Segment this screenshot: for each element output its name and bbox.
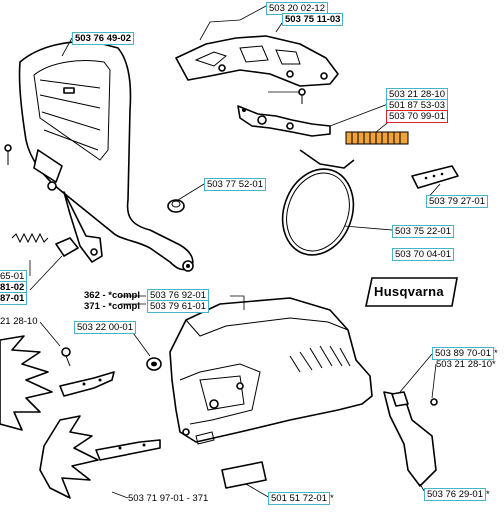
part-label-row: 503 89 70-01* <box>432 347 498 360</box>
part-label[interactable]: 503 76 29-01 <box>424 488 486 501</box>
clutch-cover-part <box>169 297 373 445</box>
part-label[interactable]: 503 75 22-01 <box>392 225 454 238</box>
bumper-spike-upper-part <box>0 335 115 431</box>
part-label[interactable]: 501 51 72-01 <box>268 492 330 505</box>
screw-left-part <box>4 144 12 165</box>
plate-part <box>411 165 459 189</box>
part-label[interactable]: 503 89 70-01 <box>432 347 494 360</box>
part-label-row: 501 51 72-01* <box>268 492 334 505</box>
part-label-plain[interactable]: 503 21 28-10 <box>436 359 492 370</box>
part-label[interactable]: 503 22 00-01 <box>74 321 136 334</box>
block-part <box>55 237 79 257</box>
kit-prefix-371: 371 - *compl <box>84 301 140 312</box>
spring-part <box>11 232 49 244</box>
part-label[interactable]: 503 70 04-01 <box>392 248 454 261</box>
bumper-spike-lower-part <box>39 415 161 499</box>
brake-spring-part <box>345 131 409 145</box>
part-label[interactable]: 503 79 61-01 <box>147 300 209 313</box>
bar-guide-part <box>383 391 437 487</box>
brake-lever-part <box>237 105 331 137</box>
sticker-part <box>221 461 267 489</box>
part-label-row: 503 21 28-10* <box>436 359 496 370</box>
part-label[interactable]: 503 76 49-02 <box>72 32 134 45</box>
part-label-plain[interactable]: 503 71 97-01 - 371 <box>128 493 209 504</box>
brake-band-part <box>281 149 355 256</box>
stud-part <box>391 391 438 407</box>
screw-top-part <box>298 88 306 104</box>
asterisk: * <box>486 489 490 500</box>
part-label[interactable]: 503 75 11-03 <box>282 13 344 26</box>
decal-outline <box>365 277 458 307</box>
screw-lower-left-part <box>61 347 71 367</box>
brake-bracket-part <box>175 35 339 87</box>
part-label[interactable]: 87-01 <box>0 292 28 305</box>
part-label[interactable]: 503 77 52-01 <box>204 178 266 191</box>
part-label-highlighted[interactable]: 503 70 99-01 <box>386 110 448 123</box>
part-label[interactable]: 503 79 27-01 <box>426 195 488 208</box>
husqvarna-decal-part <box>364 276 459 308</box>
asterisk: * <box>494 348 498 359</box>
nut-part <box>146 357 162 371</box>
asterisk: * <box>330 493 334 504</box>
part-label-row: 503 76 29-01* <box>424 488 490 501</box>
front-handle-part <box>18 40 194 272</box>
leader-lines <box>29 5 441 499</box>
kit-prefix-362: 362 - *compl <box>84 290 140 301</box>
part-label-plain[interactable]: 21 28-10 <box>0 316 38 327</box>
bushing-part <box>167 199 185 213</box>
husqvarna-logo-text: Husqvarna <box>374 284 444 299</box>
asterisk: * <box>492 359 496 370</box>
